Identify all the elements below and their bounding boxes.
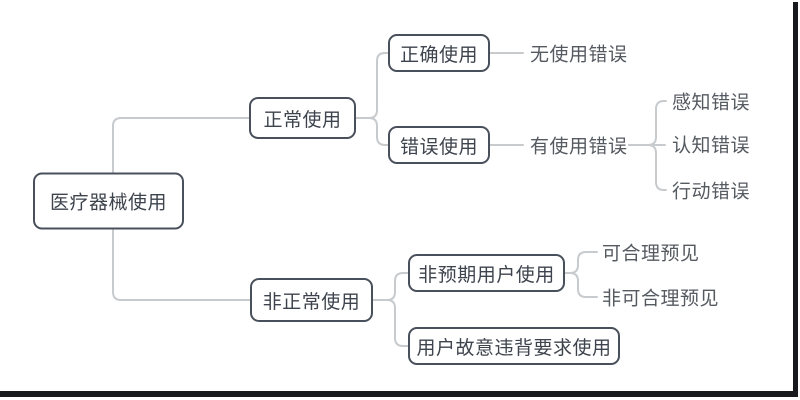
connector-has-error-perception [628,100,667,146]
connector-unintended-foreseeable [564,251,598,274]
node-no-use-error[interactable]: 无使用错误 [530,44,628,66]
connector-normal-correct [355,52,389,119]
node-root-medical-device-use[interactable]: 医疗器械使用 [33,172,184,230]
node-correct-use[interactable]: 正确使用 [388,34,490,72]
connector-normal-wrong [355,117,389,146]
node-action-error[interactable]: 行动错误 [672,181,751,203]
connector-root-normal [112,117,250,174]
connector-root-abnormal [112,229,251,301]
node-perception-error[interactable]: 感知错误 [672,92,751,114]
node-unintended-user-use[interactable]: 非预期用户使用 [408,254,565,292]
screen-edge-right [793,2,798,397]
connector-has-error-action [628,144,667,191]
node-deliberate-violation-use[interactable]: 用户故意违背要求使用 [408,327,620,365]
node-not-reasonably-foreseeable[interactable]: 非可合理预见 [602,288,720,310]
connector-abnormal-deliberate [372,299,409,347]
node-reasonably-foreseeable[interactable]: 可合理预见 [602,243,700,265]
node-has-use-error[interactable]: 有使用错误 [530,136,628,158]
node-normal-use[interactable]: 正常使用 [249,97,356,139]
connector-abnormal-unintended [372,272,409,301]
node-abnormal-use[interactable]: 非正常使用 [250,278,373,322]
node-incorrect-use[interactable]: 错误使用 [388,126,490,164]
node-cognition-error[interactable]: 认知错误 [672,135,751,157]
screen-edge-bottom [0,391,798,397]
connector-unintended-not-foreseeable [564,272,598,298]
